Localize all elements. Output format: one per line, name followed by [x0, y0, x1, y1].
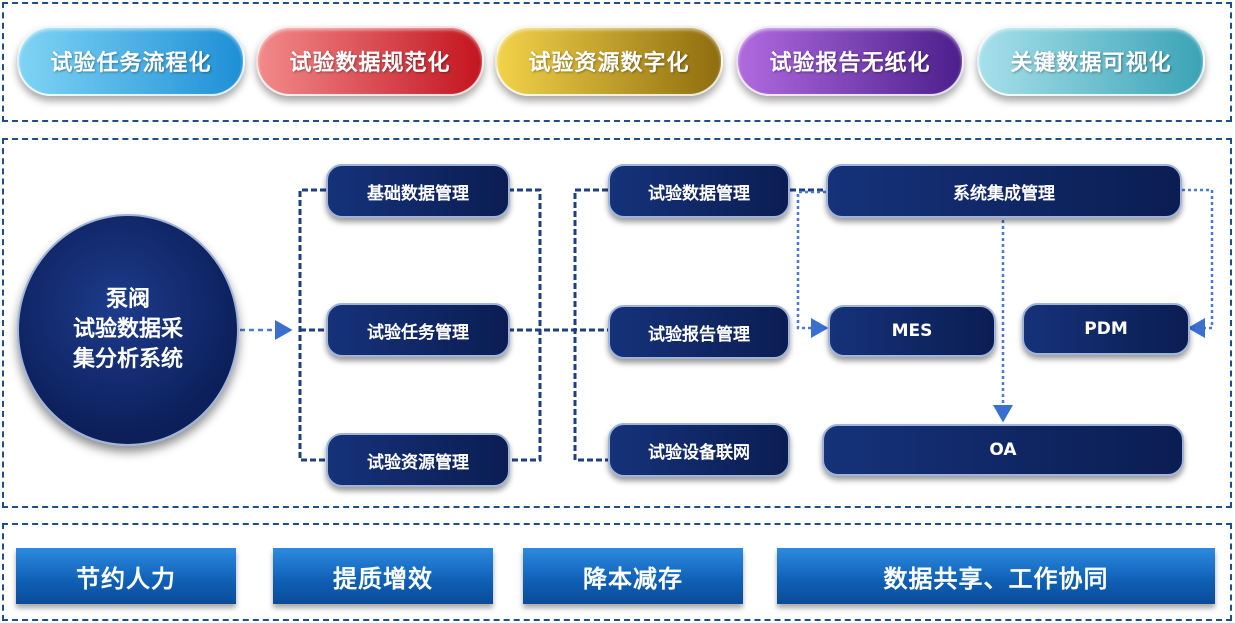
- feature-pill: 试验资源数字化: [495, 26, 723, 96]
- module-system-integration: 系统集成管理: [826, 164, 1182, 218]
- features-panel: [2, 2, 1232, 122]
- target-mes: MES: [828, 305, 996, 357]
- feature-pill: 试验数据规范化: [256, 26, 484, 96]
- module-test-report: 试验报告管理: [608, 305, 790, 359]
- core-line-1: 泵阀: [105, 287, 150, 312]
- benefit-bar: 降本减存: [523, 548, 743, 604]
- architecture-panel: [2, 138, 1232, 508]
- module-test-data: 试验数据管理: [608, 164, 790, 218]
- benefit-bar: 提质增效: [273, 548, 493, 604]
- benefit-bar: 节约人力: [16, 548, 236, 604]
- target-oa: OA: [822, 424, 1184, 476]
- feature-pill: 试验报告无纸化: [736, 26, 964, 96]
- core-line-3: 集分析系统: [72, 347, 183, 372]
- benefit-bar: 数据共享、工作协同: [777, 548, 1215, 604]
- module-device-network: 试验设备联网: [608, 423, 790, 477]
- module-test-resource: 试验资源管理: [326, 433, 510, 487]
- core-system-node: 泵阀 试验数据采 集分析系统: [17, 214, 239, 446]
- feature-pill: 试验任务流程化: [17, 26, 245, 96]
- benefits-panel: [2, 523, 1232, 621]
- feature-pill: 关键数据可视化: [977, 26, 1205, 96]
- core-line-2: 试验数据采: [72, 317, 183, 342]
- module-basic-data: 基础数据管理: [326, 164, 510, 218]
- target-pdm: PDM: [1022, 303, 1190, 355]
- module-test-task: 试验任务管理: [326, 303, 510, 357]
